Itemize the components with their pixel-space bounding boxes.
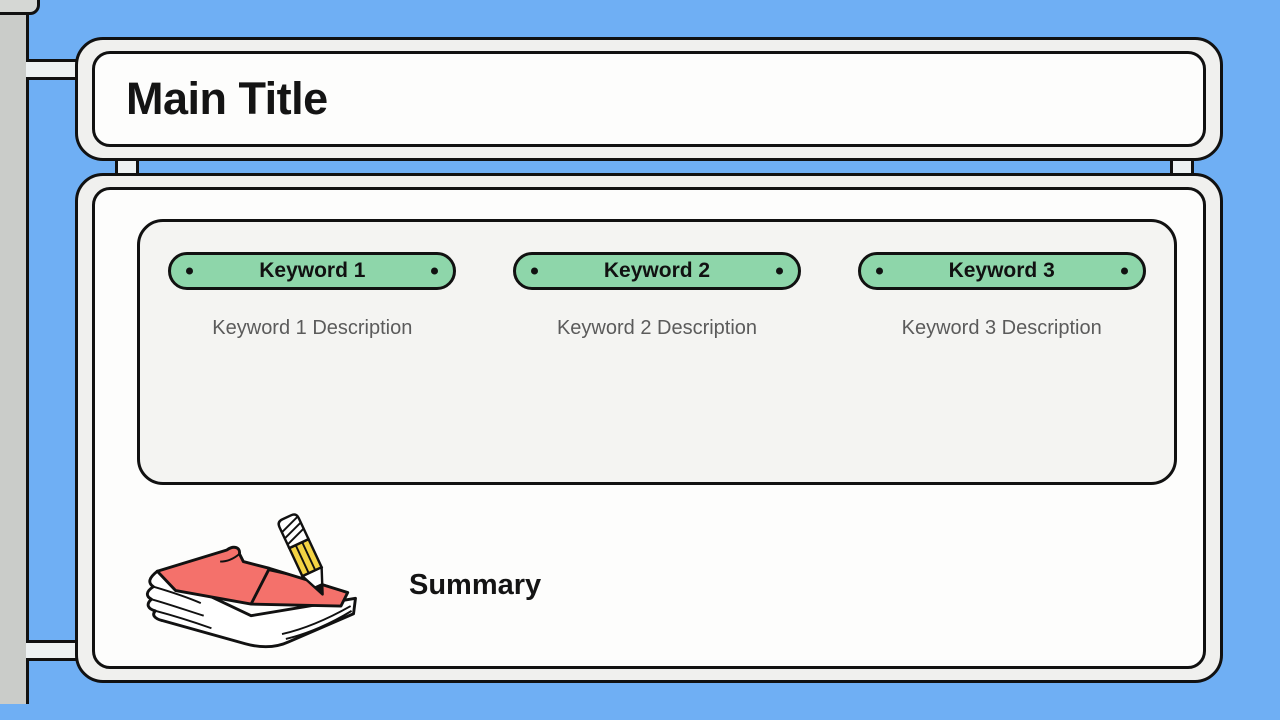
keyword-pill-label: Keyword 1 [259,259,366,282]
keyword-column-2: Keyword 2 Keyword 2 Description [485,252,830,482]
keyword-description: Keyword 3 Description [901,317,1102,339]
binder-strip [0,0,29,704]
bullet-dot-icon [1120,267,1128,275]
page-title: Main Title [126,73,328,124]
title-card: Main Title [75,37,1223,161]
summary-label: Summary [409,568,542,601]
summary-section: Summary [137,505,541,651]
connector-bar-bottom [26,640,78,661]
content-card: Keyword 1 Keyword 1 Description Keyword … [75,173,1223,683]
keyword-column-3: Keyword 3 Keyword 3 Description [829,252,1174,482]
bullet-dot-icon [875,267,883,275]
binder-tab [0,0,40,15]
keywords-panel: Keyword 1 Keyword 1 Description Keyword … [137,219,1177,485]
keyword-pill-label: Keyword 2 [603,259,711,282]
keyword-column-1: Keyword 1 Keyword 1 Description [140,252,485,482]
keyword-pill-2: Keyword 2 [513,252,801,290]
keyword-description: Keyword 1 Description [212,317,413,339]
keyword-pill-1: Keyword 1 [168,252,457,290]
bullet-dot-icon [431,267,439,275]
bullet-dot-icon [186,267,194,275]
card-link-tab-left [115,157,139,177]
card-link-tab-right [1170,157,1194,177]
bullet-dot-icon [776,267,783,275]
bullet-dot-icon [531,267,538,275]
keyword-pill-3: Keyword 3 [857,252,1146,290]
book-and-pencil-icon [145,513,357,649]
connector-bar-top [26,59,78,80]
content-card-face: Keyword 1 Keyword 1 Description Keyword … [92,187,1206,669]
keyword-description: Keyword 2 Description [556,317,758,339]
keyword-pill-label: Keyword 3 [948,259,1055,282]
title-card-face: Main Title [92,51,1206,147]
